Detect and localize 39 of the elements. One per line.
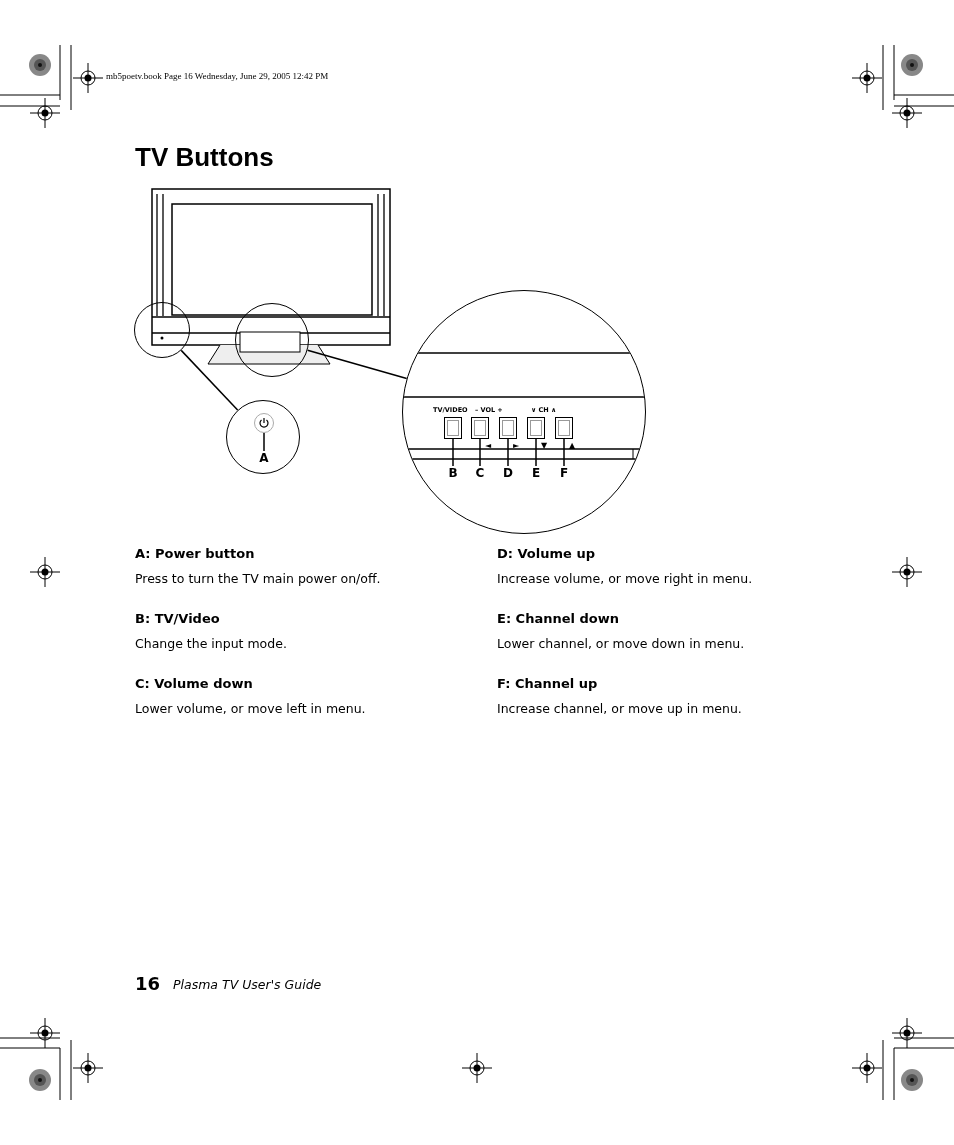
direction-arrow-icon: ► bbox=[513, 441, 520, 450]
control-button bbox=[555, 417, 573, 439]
callout-letter: C bbox=[474, 466, 486, 480]
item-description: Increase volume, or move right in menu. bbox=[497, 571, 753, 586]
control-button bbox=[444, 417, 462, 439]
item-heading: E: Channel down bbox=[497, 611, 619, 626]
leader-line bbox=[507, 438, 509, 467]
control-button bbox=[499, 417, 517, 439]
print-slug: mb5poetv.book Page 16 Wednesday, June 29, 2005 12:42 PM bbox=[106, 71, 329, 81]
leader-line bbox=[479, 438, 481, 467]
leader-line bbox=[535, 438, 537, 467]
direction-arrow-icon: ◄ bbox=[485, 441, 492, 450]
callout-letter: E bbox=[530, 466, 542, 480]
item-heading: A: Power button bbox=[135, 546, 255, 561]
item-description: Lower channel, or move down in menu. bbox=[497, 636, 745, 651]
callout-letter: B bbox=[447, 466, 459, 480]
leader-line bbox=[306, 349, 408, 380]
callout-letter: A bbox=[258, 451, 270, 467]
leader-line bbox=[263, 432, 265, 452]
item-description: Lower volume, or move left in menu. bbox=[135, 701, 366, 716]
item-heading: B: TV/Video bbox=[135, 611, 220, 626]
item-description: Press to turn the TV main power on/off. bbox=[135, 571, 381, 586]
leader-line bbox=[452, 438, 454, 467]
callout-letter: D bbox=[502, 466, 514, 480]
page-number: 16 bbox=[135, 973, 161, 994]
item-heading: D: Volume up bbox=[497, 546, 595, 561]
item-description: Change the input mode. bbox=[135, 636, 287, 651]
leader-line bbox=[180, 349, 239, 411]
item-description: Increase channel, or move up in menu. bbox=[497, 701, 742, 716]
control-button bbox=[471, 417, 489, 439]
page-title: TV Buttons bbox=[135, 142, 274, 173]
direction-arrow-icon: ▲ bbox=[569, 441, 576, 450]
direction-arrow-icon: ▼ bbox=[541, 441, 548, 450]
control-button bbox=[527, 417, 545, 439]
item-heading: F: Channel up bbox=[497, 676, 598, 691]
callout-letter: F bbox=[558, 466, 570, 480]
item-heading: C: Volume down bbox=[135, 676, 253, 691]
footer-text: Plasma TV User's Guide bbox=[173, 977, 322, 992]
leader-line bbox=[563, 438, 565, 467]
